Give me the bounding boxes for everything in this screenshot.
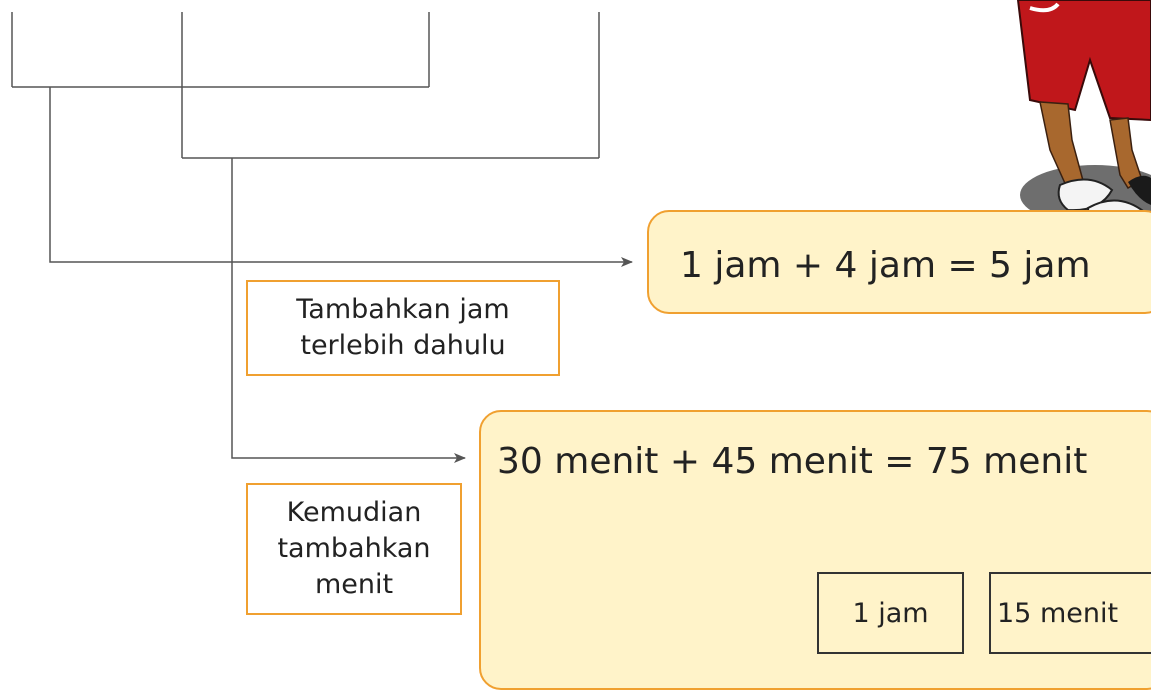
- hours-note-line-2: terlebih dahulu: [300, 330, 506, 361]
- minutes-arrow: [231, 158, 466, 463]
- hours-step-note: Tambahkan jam terlebih dahulu: [246, 280, 560, 376]
- minutes-step-note: Kemudian tambahkan menit: [246, 483, 462, 615]
- minutes-note-line-1: Kemudian: [286, 497, 422, 528]
- minutes-bracket: [181, 12, 600, 159]
- hours-result-box: [647, 210, 1151, 314]
- split-minute-box: 15 menit: [989, 572, 1151, 654]
- hours-equation: 1 jam + 4 jam = 5 jam: [680, 245, 1091, 286]
- minutes-note-line-2: tambahkan: [277, 533, 431, 564]
- split-hour-box: 1 jam: [817, 572, 964, 654]
- hours-bracket: [11, 12, 430, 88]
- hours-arrow: [49, 87, 633, 267]
- hours-note-line-1: Tambahkan jam: [296, 294, 510, 325]
- connector-lines: [11, 0, 1151, 573]
- student-illustration: [1016, 0, 1151, 235]
- minutes-equation: 30 menit + 45 menit = 75 menit: [497, 441, 1088, 482]
- minutes-note-line-3: menit: [314, 569, 394, 600]
